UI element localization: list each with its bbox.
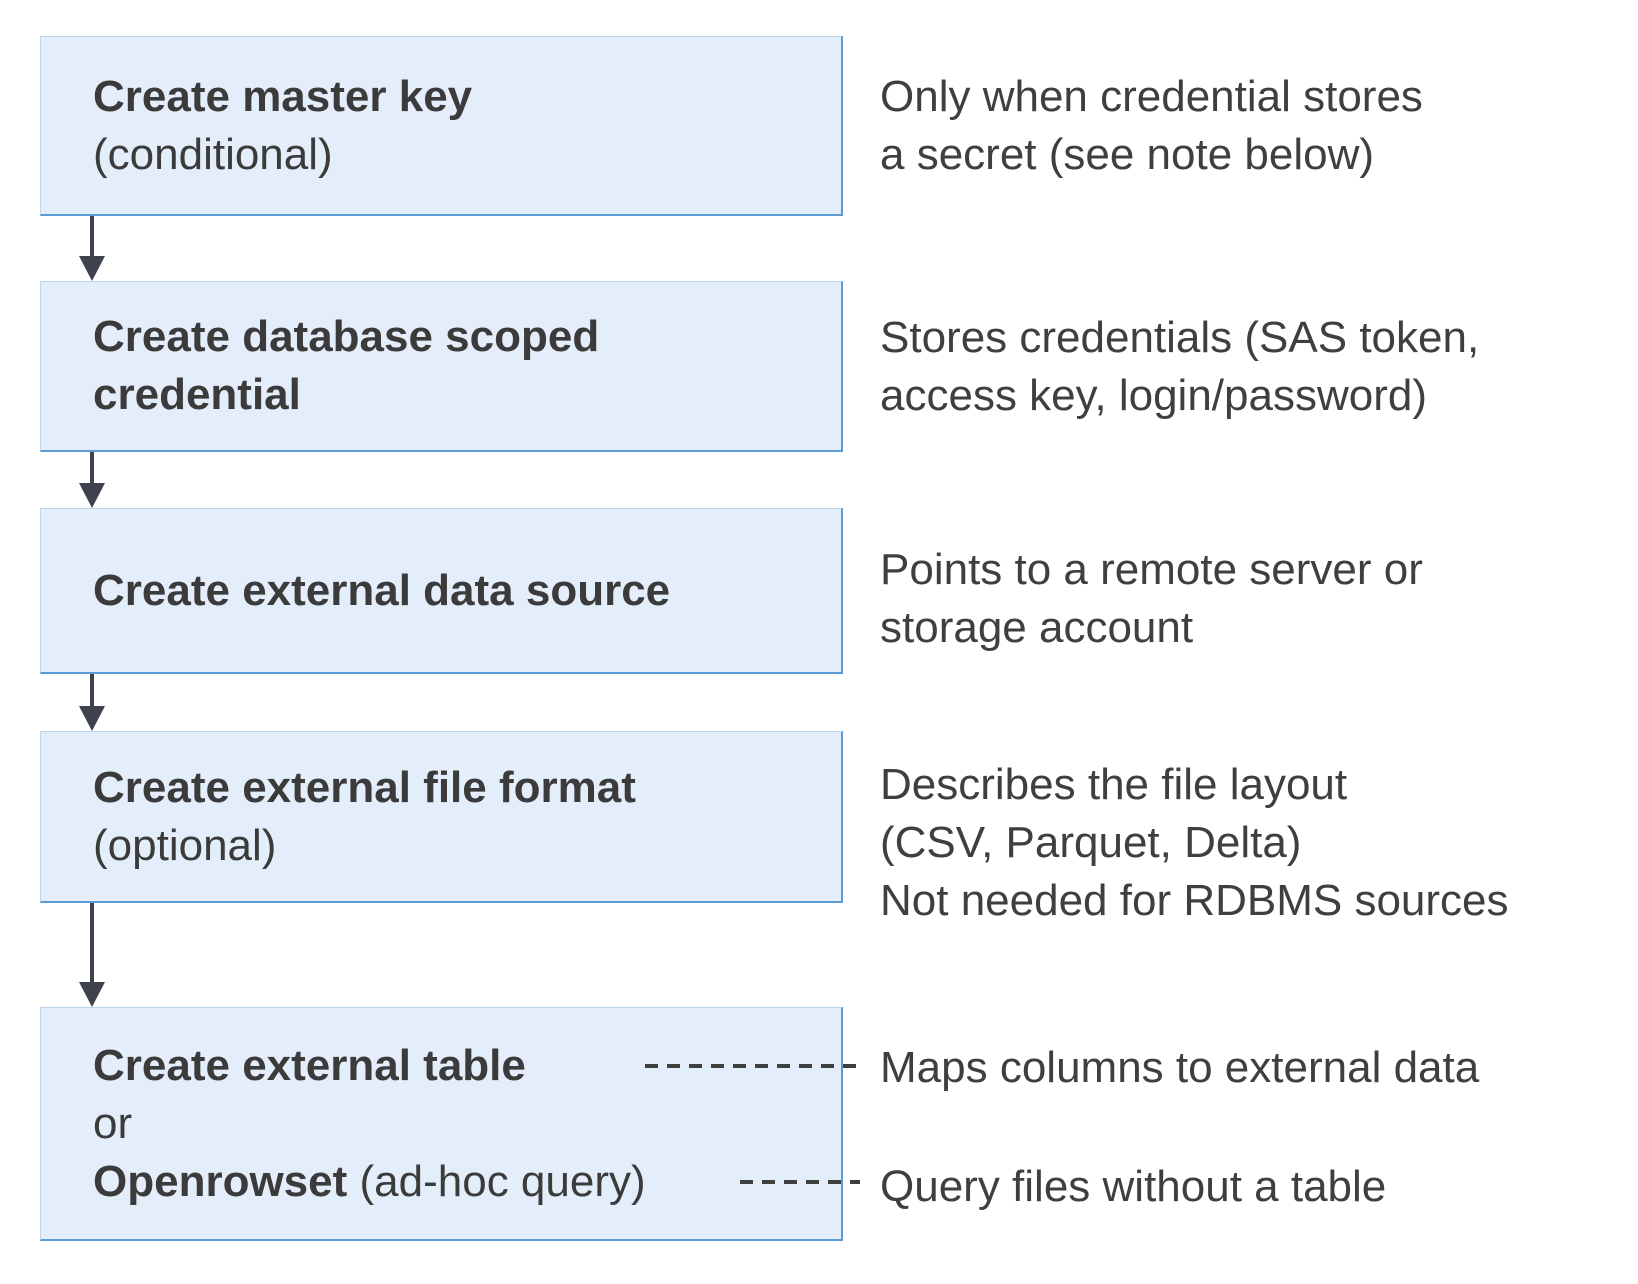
note-line: storage account	[880, 603, 1194, 652]
step-box-create-external-file-format: Create external file format (optional)	[40, 731, 843, 903]
step-box-create-database-scoped-credential: Create database scoped credential	[40, 281, 843, 452]
note-line: access key, login/password)	[880, 371, 1427, 420]
step-box-create-external-data-source: Create external data source	[40, 508, 843, 674]
note-line: Only when credential stores	[880, 72, 1423, 121]
step-conjunction-row: or	[93, 1095, 825, 1153]
down-arrow-icon	[79, 674, 105, 731]
step-box-create-master-key: Create master key (conditional)	[40, 36, 843, 216]
note-data-source: Points to a remote server or storage acc…	[880, 541, 1610, 657]
note-line: a secret (see note below)	[880, 130, 1375, 179]
step-conjunction: or	[93, 1098, 133, 1148]
note-file-format: Describes the file layout (CSV, Parquet,…	[880, 756, 1610, 930]
step-qualifier: (conditional)	[93, 129, 333, 179]
note-line: Maps columns to external data	[880, 1043, 1480, 1092]
step-option1-row: Create external table	[93, 1037, 825, 1095]
step-option2: Openrowset	[93, 1156, 348, 1206]
down-arrow-icon	[79, 452, 105, 508]
note-line: (CSV, Parquet, Delta)	[880, 818, 1302, 867]
step-title-row: credential	[93, 366, 825, 424]
note-line: Query files without a table	[880, 1162, 1387, 1211]
step-title: Create master key	[93, 71, 473, 121]
step-title-row: Create master key	[93, 68, 825, 126]
down-arrow-icon	[79, 903, 105, 1007]
note-line: Not needed for RDBMS sources	[880, 876, 1509, 925]
note-line: Stores credentials (SAS token,	[880, 313, 1480, 362]
note-line: Describes the file layout	[880, 760, 1348, 809]
step-title-line1: Create database scoped	[93, 312, 600, 361]
step-qualifier: (optional)	[93, 820, 277, 870]
dashed-connector-external-table	[645, 1064, 860, 1068]
step-title-row: Create database scoped	[93, 308, 825, 366]
note-line: Points to a remote server or	[880, 545, 1423, 594]
step-title-row: Create external file format	[93, 759, 825, 817]
note-master-key: Only when credential stores a secret (se…	[880, 68, 1610, 184]
step-title: Create external data source	[93, 565, 671, 615]
step-title-row: Create external data source	[93, 562, 825, 620]
step-option2-row: Openrowset (ad-hoc query)	[93, 1153, 825, 1211]
step-title: Create external file format	[93, 762, 636, 812]
down-arrow-icon	[79, 216, 105, 281]
note-scoped-credential: Stores credentials (SAS token, access ke…	[880, 309, 1610, 425]
step-option1: Create external table	[93, 1040, 526, 1090]
note-openrowset: Query files without a table	[880, 1158, 1610, 1216]
step-title-line2: credential	[93, 370, 301, 419]
step-box-create-external-table-or-openrowset: Create external table or Openrowset (ad-…	[40, 1007, 843, 1241]
note-external-table: Maps columns to external data	[880, 1039, 1610, 1097]
step-option2-qualifier: (ad-hoc query)	[359, 1156, 646, 1206]
dashed-connector-openrowset	[740, 1180, 860, 1184]
